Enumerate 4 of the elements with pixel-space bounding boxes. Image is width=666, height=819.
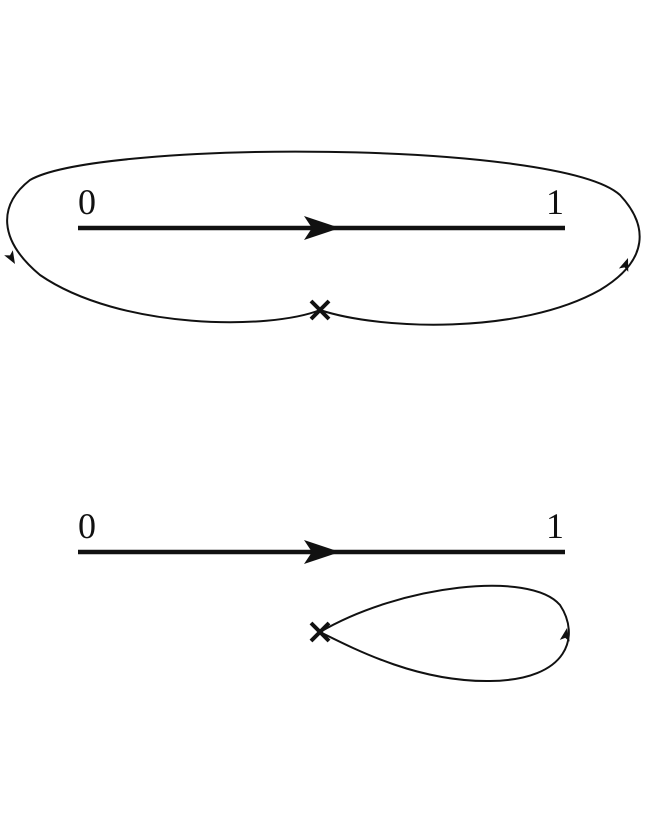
endpoint-label: 0 (78, 508, 96, 544)
endpoint-label: 0 (78, 184, 96, 220)
endpoint-label: 1 (546, 508, 564, 544)
endpoint-label: 1 (546, 184, 564, 220)
